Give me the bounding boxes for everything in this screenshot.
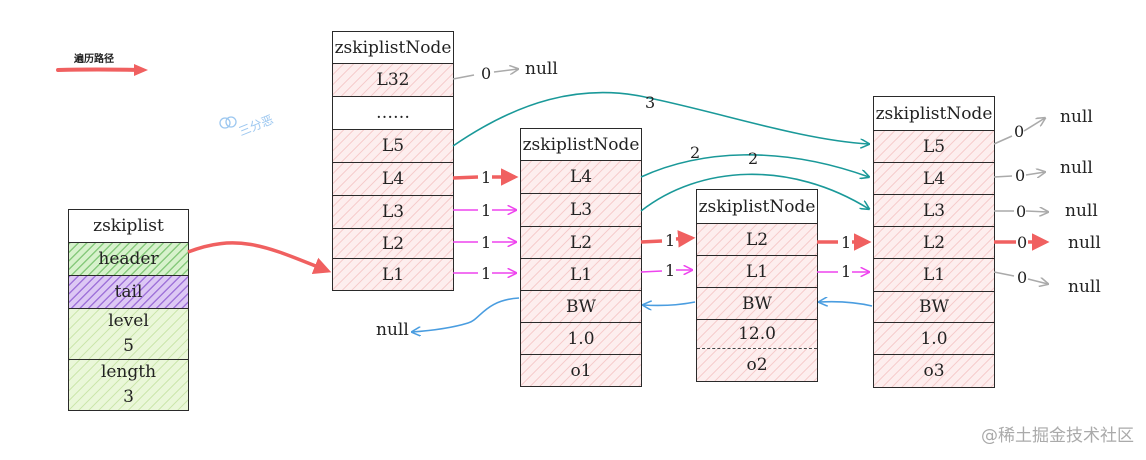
node-o1: zskiplistNode L4 L3 L2 L1 BW 1.0 o1 [520, 128, 642, 387]
header-node-level-L3: L3 [333, 196, 453, 228]
node-o1-level-L1: L1 [521, 259, 641, 290]
watermark-cloud-icon [219, 116, 237, 129]
arrow-node3-bw-node2 [819, 302, 873, 306]
arrow-header-L4-to-node1 [452, 175, 479, 180]
header-node: zskiplistNode L32 …… L5 L4 L3 L2 L1 [332, 31, 454, 291]
node-o3-level-L1: L1 [874, 259, 994, 291]
arrow-node1-L3-to-node3 [640, 173, 869, 212]
arrow-header-L32-null [452, 74, 475, 80]
span-node1-L2: 1 [665, 231, 676, 250]
zskiplist-title: zskiplist [69, 210, 188, 242]
node-o1-obj: o1 [521, 355, 641, 386]
arrow-node1-bw-null [412, 297, 520, 332]
arrow-node3-L4-null [993, 172, 1045, 177]
span-node1-L4: 2 [690, 143, 701, 162]
node-o2-obj: o2 [697, 349, 817, 381]
legend-arrow-icon [56, 64, 148, 76]
node-o1-level-L3: L3 [521, 194, 641, 226]
span-header-L4: 1 [481, 168, 492, 187]
arrow-node3-L5-null [993, 118, 1045, 145]
header-node-title: zskiplistNode [333, 32, 453, 63]
zskiplist-tail-field: tail [69, 276, 188, 308]
span-header-L2: 1 [481, 233, 492, 252]
zskiplist-length-label: length [100, 362, 157, 382]
span-header-L32: 0 [481, 64, 492, 83]
node-o1-title: zskiplistNode [521, 129, 641, 160]
node-o2: zskiplistNode L2 L1 BW 12.0 o2 [696, 189, 818, 382]
span-node3-L3: 0 [1016, 202, 1027, 221]
null-node3-L5: null [1060, 107, 1093, 127]
arrow-zskiplist-header-to-node [187, 241, 332, 274]
span-node1-L1: 1 [665, 261, 676, 280]
null-node3-L4: null [1060, 158, 1093, 178]
span-node3-L1: 0 [1017, 268, 1028, 287]
node-o3-backward: BW [874, 292, 994, 322]
null-node3-L1: null [1068, 277, 1101, 297]
span-node3-L2: 0 [1017, 233, 1028, 252]
node-o2-level-L1: L1 [697, 256, 817, 287]
zskiplist-length-field: length 3 [69, 360, 188, 410]
null-header-L32: null [525, 59, 558, 79]
node-o2-score: 12.0 [697, 320, 817, 348]
node-o3: zskiplistNode L5 L4 L3 L2 L1 BW 1.0 o3 [873, 96, 995, 388]
node-o3-level-L4: L4 [874, 163, 994, 194]
header-node-level-L2: L2 [333, 229, 453, 258]
zskiplist-level-label: level [108, 311, 149, 331]
node-o3-level-L5: L5 [874, 131, 994, 162]
arrow-node1-L4-to-node3 [640, 154, 869, 177]
arrow-node1-L1-to-node2 [640, 270, 692, 272]
node-o1-level-L4: L4 [521, 161, 641, 193]
span-node2-L2: 1 [841, 233, 852, 252]
arrow-node3-L3-null [994, 211, 1048, 212]
arrow-node1-L2-to-node2-b [675, 230, 696, 248]
node-o1-score: 1.0 [521, 323, 641, 354]
arrow-header-L32-null-b [493, 69, 518, 72]
node-o2-title: zskiplistNode [697, 190, 817, 223]
span-node3-L5: 0 [1014, 122, 1025, 141]
arrow-node3-L1-null [993, 271, 1048, 284]
node-o3-score: 1.0 [874, 323, 994, 354]
span-node1-L3: 2 [748, 149, 759, 168]
footer-watermark: @稀土掘金技术社区 [981, 426, 1134, 446]
span-node2-L1: 1 [841, 262, 852, 281]
arrow-node2-bw-node1 [643, 302, 696, 305]
null-node3-L3: null [1065, 201, 1098, 221]
header-node-level-L32: L32 [333, 64, 453, 96]
null-node1-backward: null [376, 320, 409, 340]
header-node-level-L4: L4 [333, 163, 453, 195]
span-node3-L4: 0 [1015, 166, 1026, 185]
header-node-level-L1: L1 [333, 259, 453, 290]
arrow-node1-L2-to-node2 [640, 239, 663, 244]
span-header-L1: 1 [481, 264, 492, 283]
header-node-level-ellipsis: …… [333, 97, 453, 129]
node-o3-level-L2: L2 [874, 227, 994, 258]
node-o1-level-L2: L2 [521, 227, 641, 258]
span-header-L3: 1 [481, 201, 492, 220]
node-o1-backward: BW [521, 291, 641, 322]
node-o2-level-L2: L2 [697, 224, 817, 255]
node-o2-backward: BW [697, 288, 817, 319]
zskiplist-header-field: header [69, 243, 188, 275]
node-o3-level-L3: L3 [874, 195, 994, 226]
span-header-L5: 3 [645, 93, 656, 112]
zskiplist-level-field: level 5 [69, 309, 188, 359]
zskiplist-length-value: 3 [123, 387, 134, 407]
node-o3-title: zskiplistNode [874, 97, 994, 130]
arrow-header-L5-to-node3 [452, 91, 869, 146]
zskiplist-struct: zskiplist header tail level 5 length 3 [68, 209, 189, 411]
zskiplist-level-value: 5 [123, 336, 134, 356]
node-o3-obj: o3 [874, 355, 994, 387]
legend-label: 遍历路径 [74, 54, 114, 65]
null-node3-L2: null [1068, 233, 1101, 253]
header-node-level-L5: L5 [333, 130, 453, 162]
